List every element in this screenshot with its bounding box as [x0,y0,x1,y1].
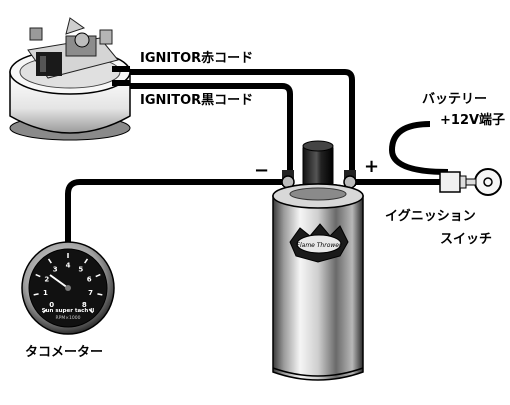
ignition-key-icon [439,168,502,196]
coil-badge: Flame Thrower [289,223,349,263]
ignitor-black-cord-label: IGNITOR黒コード [140,93,254,108]
dial-number: 3 [53,265,58,273]
dial-number: 1 [43,289,48,297]
ignition-switch-label-line2: スイッチ [440,232,493,247]
dial-number: 7 [88,289,93,297]
dial-number: 0 [49,301,54,309]
dial-tick [35,273,41,278]
ignition-switch-label-line1: イグニッション [385,209,476,224]
battery-wire [388,121,449,175]
tachometer-wire [65,179,287,256]
dial-marks [33,253,103,314]
dial-tick [47,258,52,264]
ignition-coil-icon: Flame Thrower [272,140,364,381]
plus-terminal-sign: + [364,156,380,177]
coil-badge-text: Flame Thrower [297,242,342,249]
dial-tick [42,308,48,314]
tachometer-range-text: RPM×1000 [56,315,81,321]
dial-tick [95,273,101,278]
dial-tick [97,293,103,296]
battery-terminal-label-line1: バッテリー [422,92,488,107]
ignitor-red-cord-label: IGNITOR赤コード [140,51,254,66]
dial-number: 4 [66,262,71,270]
dial-tick [33,293,39,296]
ignitor-red-cord-wire [128,69,355,182]
ignitor-module-icon [9,17,131,141]
tachometer-label: タコメーター [25,345,104,360]
tachometer-needle [49,274,69,289]
dial-tick [88,308,94,314]
wires [65,69,449,256]
dial-tick [84,258,89,264]
tachometer-brand-text: Sun super tach II [42,308,95,314]
dial-number: 5 [78,265,83,273]
dial-number: 2 [44,276,49,284]
dial-number: 8 [82,301,87,309]
battery-terminal-label-line2: +12V端子 [440,113,506,128]
minus-terminal-sign: − [254,160,270,181]
dial-number: 6 [87,276,92,284]
ignitor-black-cord-wire [128,83,293,182]
